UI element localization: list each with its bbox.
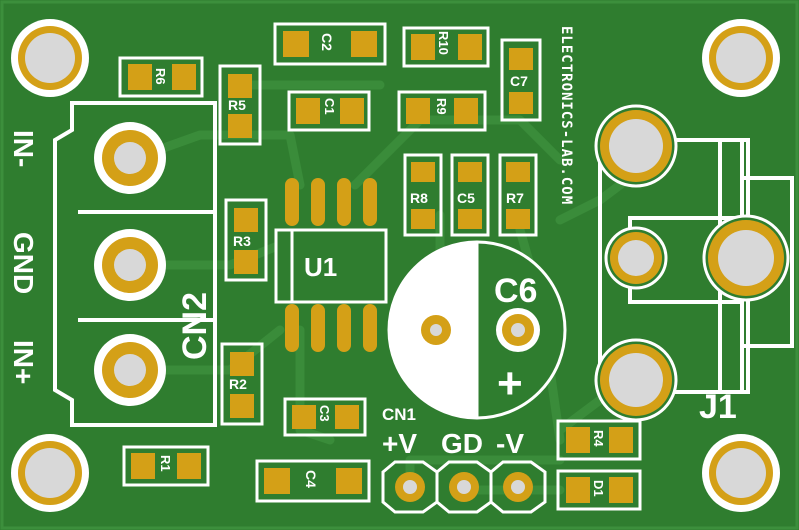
cn2-pad-3 (94, 334, 166, 406)
c1-footprint: C1 (287, 90, 371, 132)
c6-plus: + (497, 359, 523, 408)
label-in-minus: IN- (8, 130, 39, 167)
r6-footprint: R6 (118, 56, 204, 98)
r2-label: R2 (229, 376, 247, 392)
c4-footprint: C4 (255, 459, 371, 503)
c3-footprint: C3 (283, 397, 367, 437)
d1-footprint: D1 (556, 469, 642, 511)
r4-label: R4 (591, 430, 606, 447)
label-in-plus: IN+ (8, 340, 39, 384)
mounting-hole-top-left (11, 19, 89, 97)
d1-label: D1 (591, 480, 606, 497)
r3-footprint: R3 (224, 198, 268, 282)
r7-footprint: R7 (498, 153, 538, 237)
c2-footprint: C2 (273, 22, 387, 66)
r7-label: R7 (506, 190, 524, 206)
r5-footprint: R5 (218, 64, 262, 146)
u1-ic: U1 (274, 178, 388, 352)
cn2-pad-1 (94, 122, 166, 194)
c6-capacitor: C6 + (387, 240, 567, 420)
cn2-label: CN2 (176, 292, 214, 360)
c7-footprint: C7 (500, 38, 542, 122)
c2-label: C2 (319, 33, 335, 51)
cn2-pad-2 (94, 229, 166, 301)
site-label: ELECTRONICS-LAB.COM (558, 26, 574, 205)
j1-label: J1 (699, 388, 737, 426)
cn1-header: CN1 +V GD -V (381, 405, 547, 514)
c5-footprint: C5 (450, 153, 490, 237)
r8-label: R8 (410, 190, 428, 206)
mounting-hole-bottom-right (702, 434, 780, 512)
cn1-pin-plus-v: +V (382, 428, 417, 459)
c1-label: C1 (322, 98, 337, 115)
c5-label: C5 (457, 190, 475, 206)
c3-label: C3 (317, 405, 332, 422)
r3-label: R3 (233, 233, 251, 249)
r10-footprint: R10 (402, 26, 490, 68)
cn1-pin-gd: GD (441, 428, 483, 459)
u1-label: U1 (304, 252, 337, 282)
cn1-pin-minus-v: -V (496, 428, 524, 459)
c6-label: C6 (494, 272, 537, 310)
mounting-hole-bottom-left (11, 434, 89, 512)
c7-label: C7 (510, 73, 528, 89)
r5-label: R5 (228, 97, 246, 113)
r10-label: R10 (436, 31, 451, 55)
r2-footprint: R2 (220, 342, 264, 426)
c4-label: C4 (303, 470, 319, 488)
cn2-terminal-block: CN2 (53, 101, 217, 427)
j1-dc-jack: J1 (594, 104, 794, 426)
cn1-label: CN1 (382, 405, 416, 424)
r4-footprint: R4 (556, 419, 642, 461)
r9-footprint: R9 (397, 90, 487, 132)
label-gnd: GND (8, 232, 39, 294)
r1-label: R1 (158, 455, 173, 472)
r9-label: R9 (434, 98, 449, 115)
r1-footprint: R1 (122, 445, 210, 487)
r8-footprint: R8 (403, 153, 443, 237)
mounting-hole-top-right (702, 19, 780, 97)
r6-label: R6 (153, 68, 168, 85)
